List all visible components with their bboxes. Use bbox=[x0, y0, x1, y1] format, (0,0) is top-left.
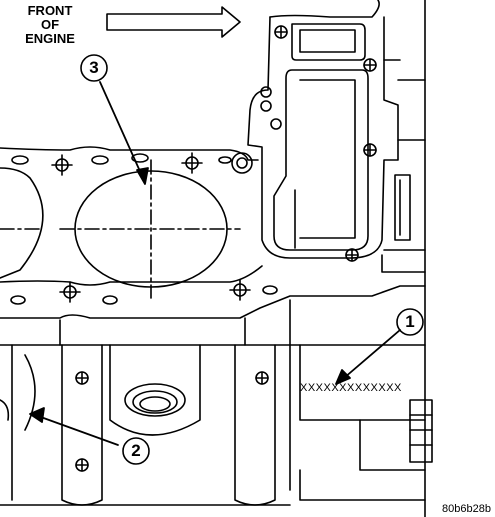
front-of-engine-label: FRONT OF ENGINE bbox=[0, 4, 100, 46]
front-label-line1: FRONT bbox=[27, 3, 73, 18]
lower-block-casting bbox=[0, 285, 433, 506]
cylinder-deck bbox=[0, 146, 263, 299]
callout-number-1: 1 bbox=[405, 312, 415, 331]
front-direction-arrow bbox=[106, 6, 241, 38]
callout-number-3: 3 bbox=[89, 58, 99, 77]
front-label-line3: ENGINE bbox=[25, 31, 75, 46]
dowel-pin bbox=[231, 152, 253, 174]
front-label-line2: OF bbox=[40, 17, 60, 32]
figure-code: 80b6b28b bbox=[442, 503, 491, 515]
callout-circle-2 bbox=[122, 437, 150, 465]
sensor-bracket bbox=[409, 399, 433, 463]
cylinder-bore-left bbox=[0, 167, 44, 279]
callout-circle-1 bbox=[396, 308, 424, 336]
engine-id-stamp: XXXXXXXXXXXXX bbox=[300, 382, 402, 394]
leader-arrow-2 bbox=[37, 415, 119, 446]
leader-arrow-3 bbox=[99, 81, 144, 179]
oil-port-outer bbox=[124, 383, 186, 417]
front-cover-casting bbox=[247, 0, 426, 273]
leader-arrow-1 bbox=[343, 329, 401, 379]
cover-bolts bbox=[260, 25, 377, 262]
leader-arrows bbox=[29, 81, 401, 446]
deck-crosshair-holes bbox=[10, 152, 278, 305]
callout-number-2: 2 bbox=[131, 441, 141, 460]
callout-circle-3 bbox=[80, 54, 108, 82]
